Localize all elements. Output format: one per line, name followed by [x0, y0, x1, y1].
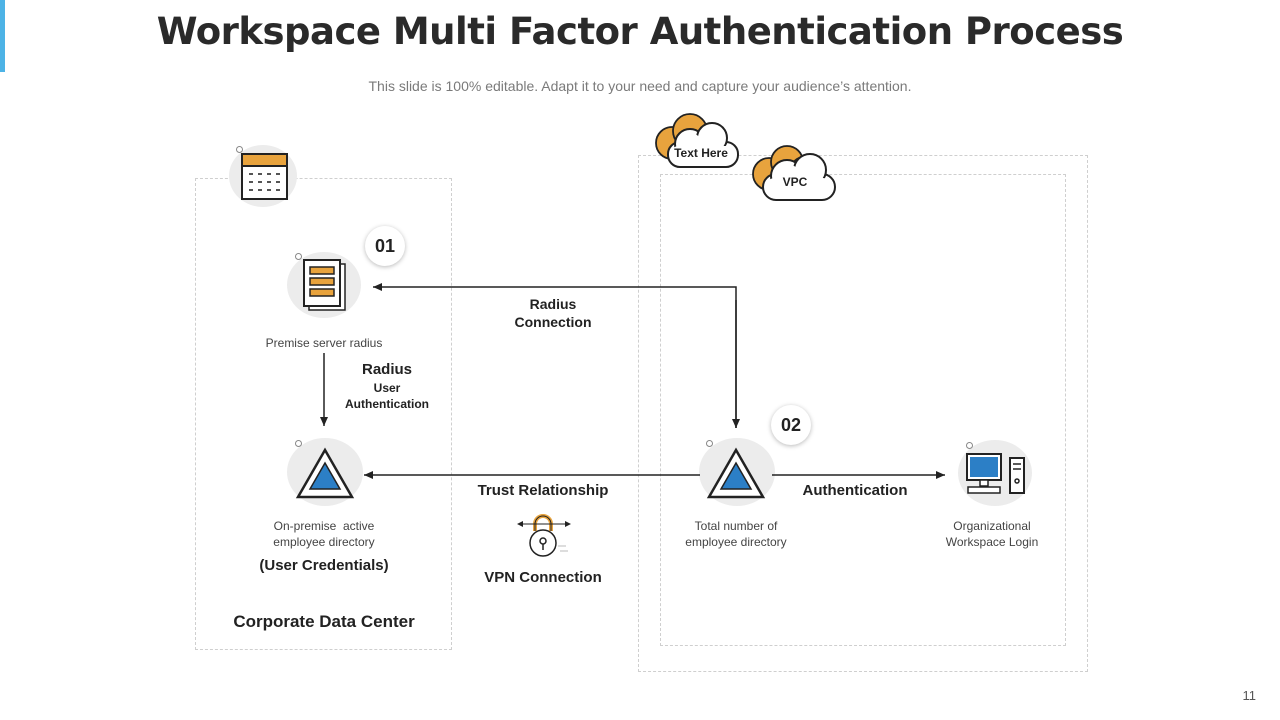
calendar-dot	[236, 146, 243, 153]
corporate-data-center-label: Corporate Data Center	[233, 612, 415, 631]
authentication-label: Authentication	[802, 482, 908, 499]
page-title: Workspace Multi Factor Authentication Pr…	[156, 10, 1124, 53]
radius-connection-arrow	[373, 283, 740, 428]
premise-server-label: Premise server radius	[265, 336, 383, 350]
onprem-directory-label-line2: employee directory	[273, 535, 375, 549]
padlock-icon	[517, 514, 571, 557]
desktop-computer-icon	[966, 453, 1025, 494]
page-subtitle: This slide is 100% editable. Adapt it to…	[368, 78, 912, 94]
user-credentials-note: (User Credentials)	[259, 557, 389, 574]
step-01-badge: 01	[365, 226, 405, 266]
calendar-icon	[241, 153, 288, 200]
radius-auth-label-line2: User	[373, 381, 401, 395]
total-dot	[706, 440, 713, 447]
document-dot	[295, 253, 302, 260]
triangle-directory-icon	[706, 447, 766, 499]
accent-bar	[0, 0, 5, 72]
vpc-cloud-label: VPC	[782, 175, 808, 189]
step-02-badge: 02	[771, 405, 811, 445]
workspace-login-label-line1: Organizational	[953, 519, 1031, 533]
onprem-dot	[295, 440, 302, 447]
text-here-cloud-icon	[655, 113, 739, 168]
corporate-data-center-box	[195, 178, 452, 650]
total-directory-label-line1: Total number of	[694, 519, 778, 533]
trust-relationship-label: Trust Relationship	[477, 482, 609, 499]
text-here-cloud-label: Text Here	[674, 146, 728, 160]
radius-connection-label-line2: Connection	[514, 314, 592, 330]
triangle-directory-icon	[295, 447, 355, 499]
workspace-login-label-line2: Workspace Login	[945, 535, 1039, 549]
total-directory-label-line2: employee directory	[685, 535, 787, 549]
document-stack-icon	[303, 259, 346, 311]
vpn-connection-label: VPN Connection	[484, 569, 602, 586]
radius-auth-label-line1: Radius	[361, 361, 412, 378]
radius-connection-label-line1: Radius	[529, 296, 577, 312]
computer-dot	[966, 442, 973, 449]
vpc-cloud-icon	[752, 145, 836, 201]
cloud-region-outer-box	[638, 155, 1088, 672]
vpc-region-inner-box	[660, 174, 1066, 646]
onprem-directory-label-line1: On-premise active	[273, 519, 375, 533]
radius-auth-label-line3: Authentication	[345, 397, 429, 411]
page-number: 11	[1242, 688, 1257, 703]
